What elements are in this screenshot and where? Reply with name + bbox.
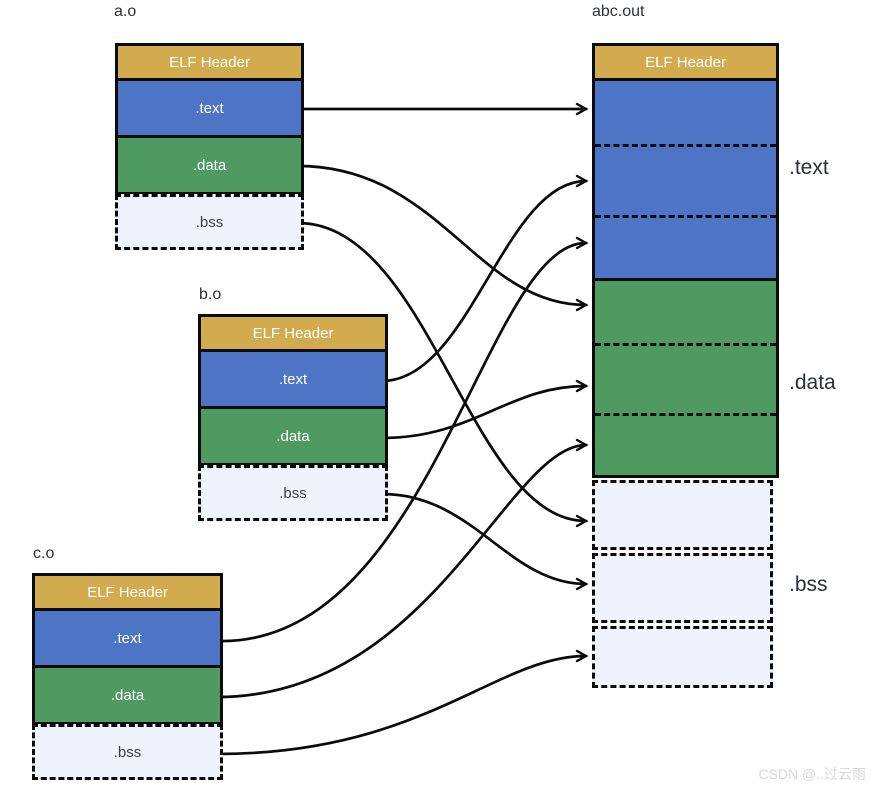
file-name-co: c.o — [33, 545, 55, 562]
out-text-label: .text — [789, 156, 829, 179]
arrow-bo-text-to-out-text2 — [380, 174, 589, 383]
file-name-bo: b.o — [199, 286, 222, 303]
file-name-abc-out: abc.out — [592, 3, 645, 20]
out-data-divider-2 — [595, 413, 776, 416]
out-data-region — [595, 278, 776, 475]
out-data-label: .data — [789, 371, 836, 394]
co-bss-section: .bss — [32, 724, 223, 780]
bo-bss-section: .bss — [198, 465, 388, 521]
ao-bss-section: .bss — [115, 194, 304, 250]
co-elf-header: ELF Header — [35, 576, 220, 608]
ao-data-section: .data — [118, 135, 301, 192]
out-elf-header: ELF Header — [595, 46, 776, 78]
out-bss-label: .bss — [789, 573, 828, 596]
co-data-section: .data — [35, 665, 220, 722]
arrow-bo-bss-to-out-bss2 — [380, 492, 589, 591]
ao-elf-header: ELF Header — [118, 46, 301, 78]
co-text-section: .text — [35, 608, 220, 665]
arrow-bo-data-to-out-data2 — [380, 379, 589, 440]
output-file-abc-out: ELF Header — [592, 43, 779, 478]
arrow-co-bss-to-out-bss3 — [215, 649, 589, 756]
out-bss-slot-1 — [592, 480, 773, 550]
object-file-bo: ELF Header .text .data — [198, 314, 388, 466]
out-data-divider-1 — [595, 343, 776, 346]
ao-text-section: .text — [118, 78, 301, 135]
object-file-ao: ELF Header .text .data — [115, 43, 304, 195]
object-file-co: ELF Header .text .data — [32, 573, 223, 725]
arrow-ao-data-to-out-data1 — [296, 164, 589, 312]
bo-elf-header: ELF Header — [201, 317, 385, 349]
out-text-region — [595, 78, 776, 278]
out-text-divider-2 — [595, 215, 776, 218]
bo-data-section: .data — [201, 406, 385, 463]
out-bss-slot-2 — [592, 553, 773, 623]
bo-text-section: .text — [201, 349, 385, 406]
out-text-divider-1 — [595, 144, 776, 147]
file-name-ao: a.o — [114, 3, 137, 20]
watermark: CSDN @..过云雨 — [758, 766, 866, 782]
out-bss-slot-3 — [592, 626, 773, 688]
